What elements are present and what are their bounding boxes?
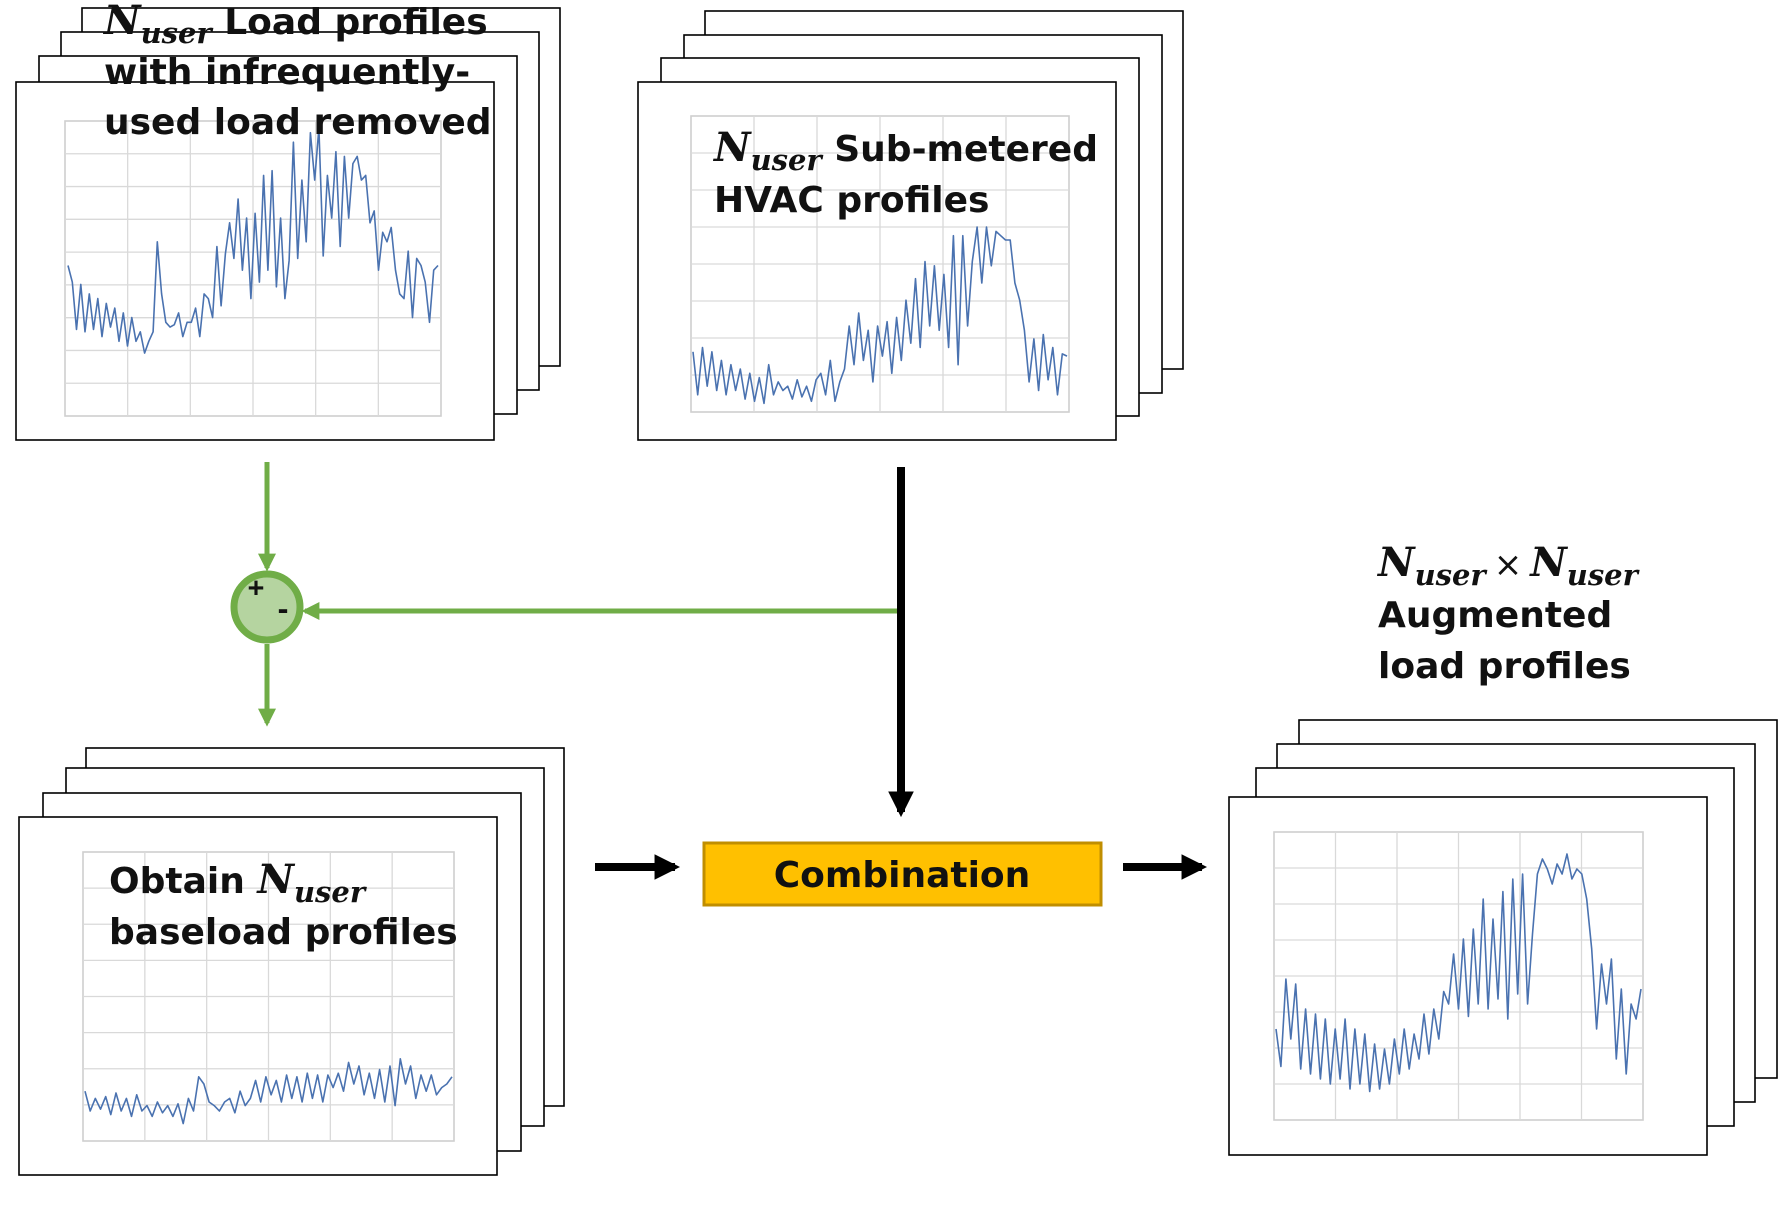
load-removed-profile-line [67,127,439,354]
n-symbol: N [255,856,295,903]
load-removed-label-line1: Load profiles [212,2,488,43]
hvac-panel: Nuser Sub-metered HVAC profiles [637,10,1184,441]
load-removed-panel: Nuser Load profiles with infrequently- u… [15,0,561,441]
hvac-label-line2: HVAC profiles [714,180,989,221]
baseload-profile-line [84,1058,453,1125]
load-removed-label-line3: used load removed [104,102,492,143]
augmented-plot-grid [1274,832,1643,1120]
summing-junction: + - [230,570,304,644]
user-subscript: user [1415,558,1489,592]
load-removed-label-line2: with infrequently- [104,52,470,93]
times-symbol: × [1494,545,1523,585]
summing-junction-circle [230,570,304,644]
n-symbol: N [712,124,752,171]
baseload-label-prefix: Obtain [109,861,257,902]
combination-block: Combination [702,841,1103,907]
combination-box [702,841,1103,907]
user-subscript: user [751,143,825,177]
augmented-profile-line [1275,853,1642,1093]
baseload-label: Obtain Nuser [109,856,368,909]
n-symbol: N [102,0,142,44]
baseload-panel: Obtain Nuser baseload profiles [18,747,565,1176]
plus-sign: + [248,572,264,603]
augmented-panel: Nuser×Nuser Augmented load profiles [1228,539,1778,1156]
n-symbol: N [1376,539,1416,586]
augmented-label-line3: load profiles [1378,646,1631,687]
load-removed-label: Nuser Load profiles [102,0,488,50]
user-subscript: user [294,875,368,909]
hvac-label: Nuser Sub-metered [712,124,1098,177]
augmented-label-line2: Augmented [1378,595,1612,636]
augmented-label: Nuser×Nuser [1376,539,1641,592]
hvac-label-line1: Sub-metered [822,129,1098,170]
baseload-label-line2: baseload profiles [109,912,458,953]
user-subscript: user [141,16,215,50]
minus-sign: - [275,595,291,626]
user-subscript: user [1567,558,1641,592]
combination-label: Combination [774,855,1031,896]
hvac-profile-line [692,226,1068,405]
n-symbol: N [1528,539,1568,586]
